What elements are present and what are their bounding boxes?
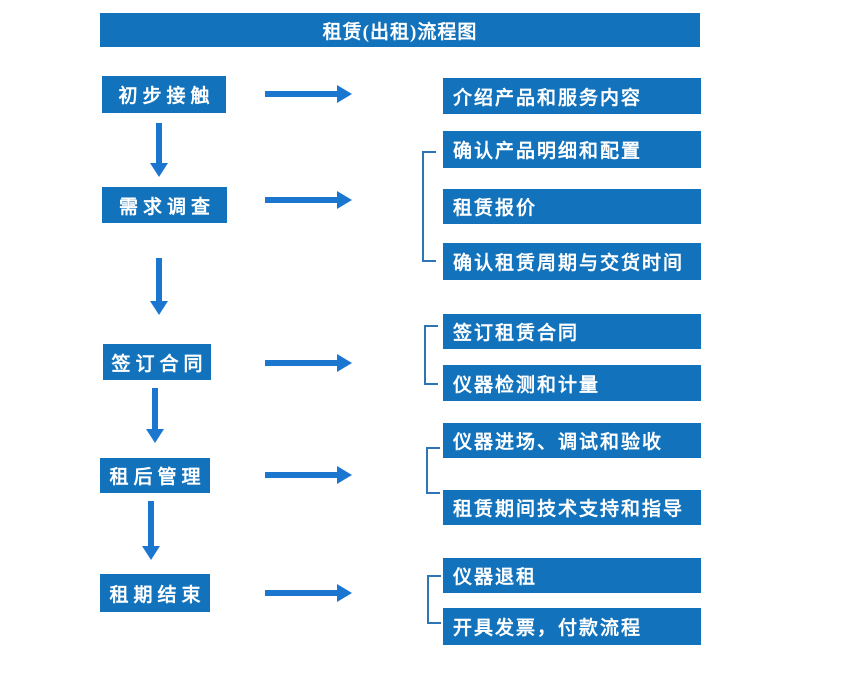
detail-box-technical-support: 租赁期间技术支持和指导 (443, 490, 701, 525)
arrow-shaft (156, 258, 162, 302)
arrow-down-icon (150, 258, 168, 315)
arrow-head (142, 546, 160, 560)
arrow-shaft (265, 590, 338, 596)
arrow-head (150, 163, 168, 177)
bracket-demand-survey-group (422, 151, 436, 262)
arrow-head (337, 466, 352, 484)
detail-box-invoice-payment: 开具发票，付款流程 (443, 608, 701, 645)
arrow-head (337, 354, 352, 372)
arrow-right-icon (265, 85, 352, 103)
arrow-head (146, 429, 164, 443)
detail-box-introduce-products: 介绍产品和服务内容 (443, 78, 701, 114)
arrow-shaft (148, 501, 154, 547)
detail-box-instrument-setup-acceptance: 仪器进场、调试和验收 (443, 423, 701, 458)
step-box-post-rental-management: 租后管理 (100, 458, 210, 493)
arrow-shaft (265, 197, 338, 203)
arrow-right-icon (265, 584, 352, 602)
arrow-shaft (152, 388, 158, 430)
detail-box-sign-rental-contract: 签订租赁合同 (443, 314, 701, 349)
arrow-shaft (156, 123, 162, 164)
arrow-right-icon (265, 466, 352, 484)
arrow-down-icon (146, 388, 164, 443)
step-box-rental-end: 租期结束 (100, 574, 210, 612)
detail-box-confirm-period-delivery: 确认租赁周期与交货时间 (443, 243, 701, 280)
arrow-down-icon (150, 123, 168, 177)
arrow-down-icon (142, 501, 160, 560)
step-box-demand-survey: 需求调查 (102, 187, 227, 223)
arrow-head (150, 301, 168, 315)
arrow-shaft (265, 91, 338, 97)
arrow-head (337, 191, 352, 209)
arrow-head (337, 85, 352, 103)
step-box-initial-contact: 初步接触 (102, 76, 226, 113)
arrow-right-icon (265, 354, 352, 372)
arrow-shaft (265, 472, 338, 478)
detail-box-confirm-product-config: 确认产品明细和配置 (443, 131, 701, 168)
detail-box-instrument-return: 仪器退租 (443, 558, 701, 593)
bracket-rental-end-group (427, 575, 441, 624)
flowchart-title: 租赁(出租)流程图 (100, 13, 700, 47)
arrow-shaft (265, 360, 338, 366)
arrow-head (337, 584, 352, 602)
bracket-post-rental-group (426, 447, 440, 494)
bracket-sign-contract-group (424, 325, 438, 385)
arrow-right-icon (265, 191, 352, 209)
detail-box-instrument-inspection: 仪器检测和计量 (443, 365, 701, 401)
detail-box-rental-quote: 租赁报价 (443, 189, 701, 224)
step-box-sign-contract: 签订合同 (103, 344, 211, 380)
